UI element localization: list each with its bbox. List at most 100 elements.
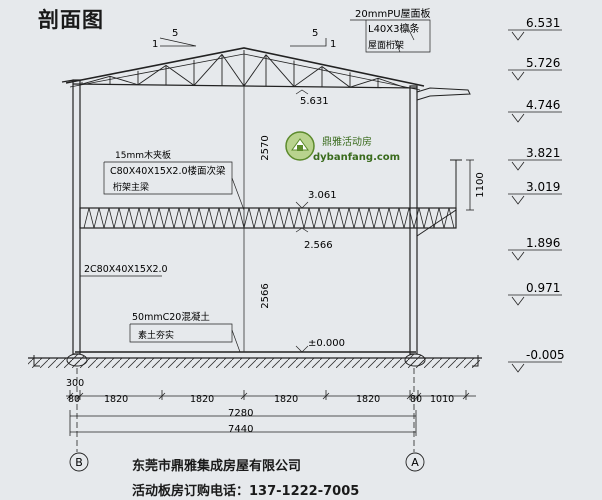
floor-web-member [388,207,395,229]
dim-tick-slash [406,392,414,400]
level-mark-roof [295,89,309,95]
ground-note-1: 50mmC20混凝土 [132,311,210,323]
left-footing [33,355,40,367]
ground-hatch [28,358,480,368]
floor-web-member [88,207,95,229]
floor-web-member [293,207,300,229]
dim-tick-slash [462,392,470,400]
floor-web-member [273,207,280,229]
floor-web-member [143,207,150,229]
floor-web-member [288,207,295,229]
dim-tick-slash [158,392,166,400]
roof-web-member [243,54,267,87]
floor-web-member [418,207,425,229]
grid-bubble-b [69,452,89,472]
roof-note-frame [350,19,431,53]
floor-web-member [403,207,410,229]
roof-note-3: 屋面桁架 [368,39,404,51]
roof-top-chord [65,47,425,87]
floor-web-member [353,207,360,229]
floor-web-member [218,207,225,229]
floor-web-member [343,207,350,229]
roof-web-member [265,54,295,87]
floor-web-member [253,207,260,229]
floor-web-member [268,207,275,229]
floor-truss-web [83,207,455,229]
floor-web-member [413,207,420,229]
floor-web-member [118,207,125,229]
order-phone: 活动板房订购电话：137-1222-7005 [132,484,360,499]
floor-web-member [138,207,145,229]
floor-web-member [423,207,430,229]
company-name: 东莞市鼎雅集成房屋有限公司 [132,459,302,474]
floor-web-member [283,207,290,229]
roof-leader-1 [405,23,415,41]
roof-bottom-chord [72,83,418,89]
level-floor-bottom: 2.566 [304,240,333,251]
level-roof: 5.631 [300,96,329,107]
floor-web-member [173,207,180,229]
elevation-value: 1.896 [526,236,560,250]
floor-web-member [408,207,415,229]
floor-web-member [203,207,210,229]
elevation-mark [511,195,525,205]
floor-web-member [233,207,240,229]
elevation-mark [511,31,525,41]
floor-web-member [153,207,160,229]
column-note: 2C80X40X15X2.0 [84,264,168,275]
slope-right-mark [290,38,327,47]
elevation-value: 6.531 [526,16,560,30]
left-column [72,79,81,355]
floor-web-member [158,207,165,229]
roof-web-member [221,54,245,87]
floor-note-1: 15mm木夹板 [115,149,171,161]
floor-web-member [308,207,315,229]
watermark-logo [285,131,315,161]
roof-web-member [81,75,111,85]
roof-web-member [349,77,379,88]
floor-web-member [198,207,205,229]
floor-leader [231,177,245,211]
elevation-mark [511,113,525,123]
floor-web-member [298,207,305,229]
slope-right-run: 5 [312,28,318,39]
floor-truss [79,207,457,229]
floor-web-member [313,207,320,229]
roof-note-1: 20mmPU屋面板 [355,7,431,20]
floor-web-member [93,207,100,229]
floor-web-member [338,207,345,229]
page-title: 剖面图 [38,8,104,32]
level-mark-floor [295,201,309,209]
floor-web-member [303,207,310,229]
floor-web-member [393,207,400,229]
floor-web-member [83,207,90,229]
floor-web-member [183,207,190,229]
roof-web-member [109,75,139,86]
slope-left-mark [159,37,197,47]
dim-80-left: 80 [68,394,80,405]
floor-web-member [438,207,445,229]
floor-web-member [328,207,335,229]
dim-1010: 1010 [430,394,454,405]
floor-note-2: C80X40X15X2.0楼面次梁 [110,165,226,177]
balcony-brace [416,209,457,237]
floor-web-member [258,207,265,229]
dim-ticks [66,390,470,436]
floor-web-member [148,207,155,229]
elevation-mark [511,363,525,373]
ground-note-frame [129,323,233,343]
elevation-mark [511,296,525,306]
level-mark-floor-b [295,227,309,233]
gutter-left [61,79,75,83]
floor-web-member [443,207,450,229]
floor-web-member [243,207,250,229]
grid-bubble-a [405,452,425,472]
roof-truss-web [81,50,407,89]
floor-web-member [208,207,215,229]
elevation-value: -0.005 [526,348,565,362]
floor-web-member [108,207,115,229]
dim-1820-d: 1820 [356,394,380,405]
dim-tick-slash [414,392,422,400]
dim-total-7280: 7280 [228,408,253,419]
floor-web-member [398,207,405,229]
